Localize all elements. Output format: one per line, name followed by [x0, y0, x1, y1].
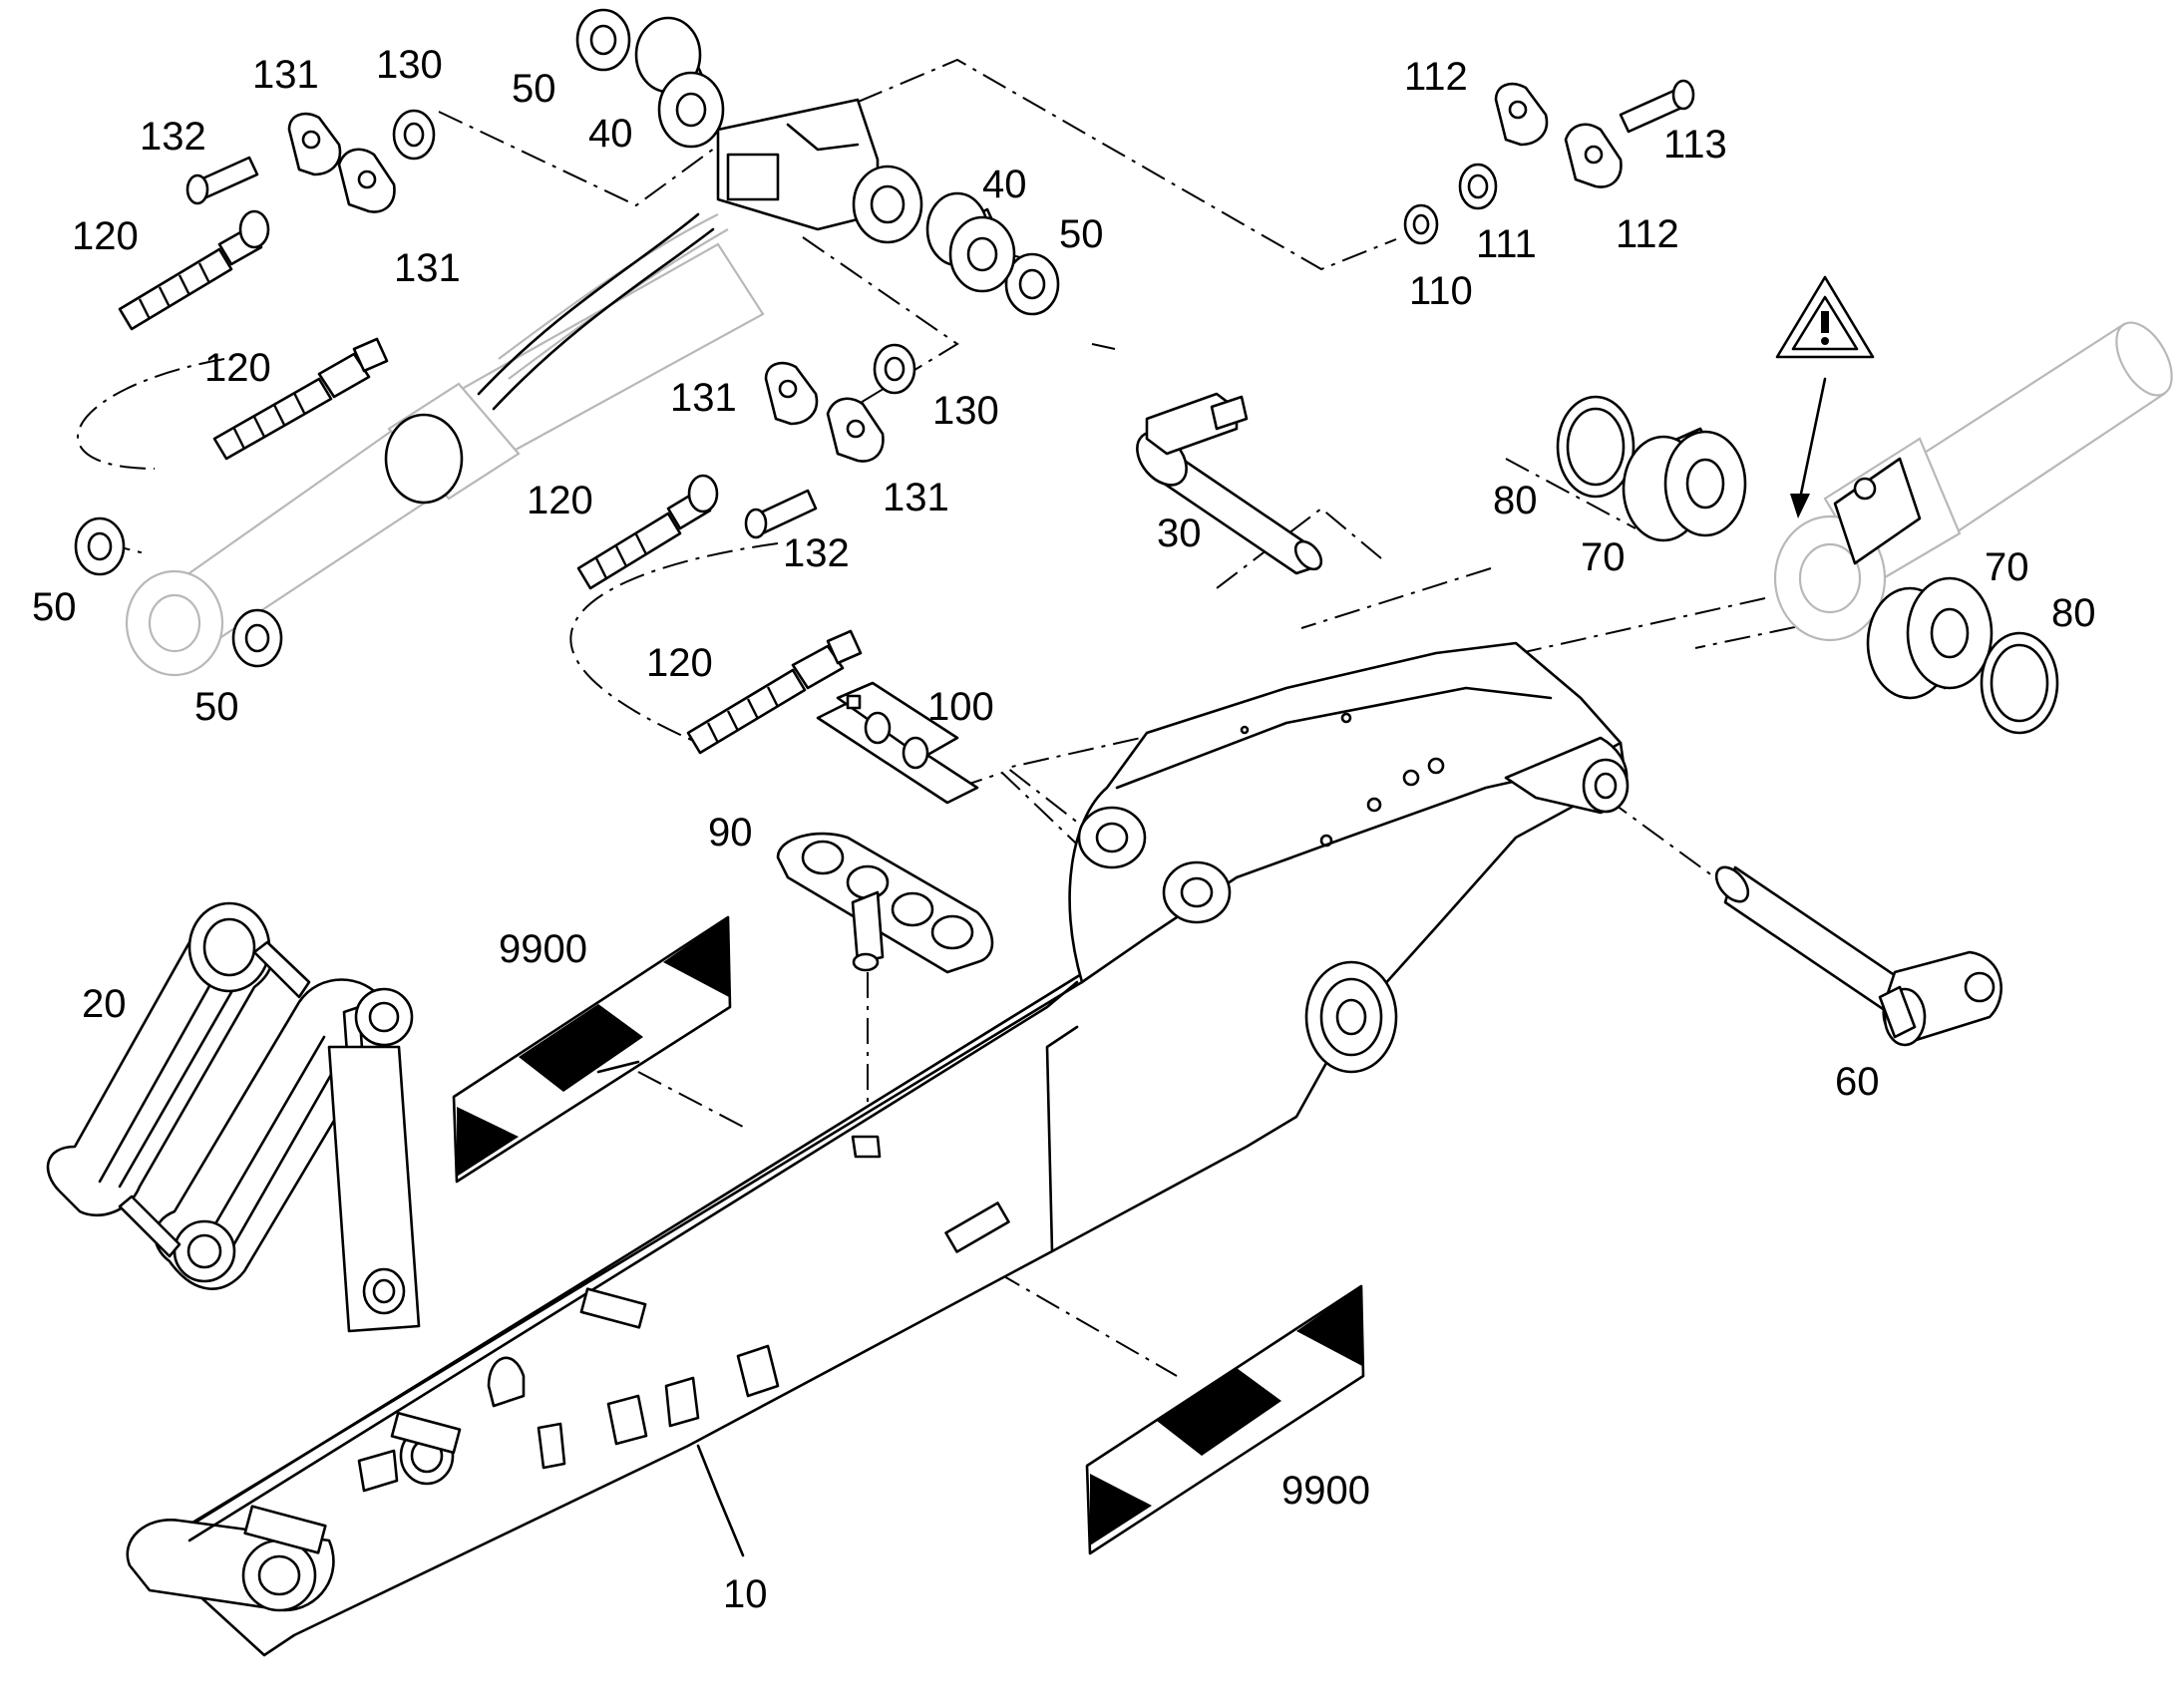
clamp-112-b [1564, 123, 1623, 188]
pin-60 [1714, 865, 2002, 1047]
clamp-131-top-a [287, 113, 342, 176]
callout-70-right: 70 [1985, 545, 2029, 589]
pin-30 [1136, 392, 1323, 575]
washer-50-bottom [231, 608, 283, 668]
callout-80-right: 80 [2051, 591, 2096, 635]
callout-9900-right: 9900 [1281, 1469, 1370, 1513]
hose-fitting-120-d [686, 629, 863, 755]
callout-50-bottom: 50 [194, 685, 239, 729]
callout-113: 113 [1663, 123, 1727, 167]
washer-111 [1458, 163, 1498, 210]
callout-70-left: 70 [1581, 535, 1626, 579]
callout-120-d: 120 [646, 641, 713, 685]
callout-131-top-b: 131 [394, 246, 461, 290]
callout-50-mid: 50 [1059, 212, 1104, 256]
callout-90: 90 [708, 811, 753, 854]
callout-50-top: 50 [512, 67, 556, 111]
washer-110 [1403, 203, 1439, 245]
bolt-113 [1619, 79, 1695, 134]
callout-130-mid: 130 [932, 389, 999, 433]
hose-fitting-120-a [118, 209, 270, 331]
bushing-40-top [634, 16, 725, 149]
callout-131-mid-b: 131 [883, 476, 949, 519]
washer-50-left [74, 516, 126, 576]
callout-110: 110 [1409, 269, 1473, 313]
bushing-70-left [1622, 427, 1747, 542]
callout-60: 60 [1835, 1060, 1880, 1104]
washer-50-mid [1004, 252, 1060, 316]
washer-80-right [1980, 631, 2059, 735]
washer-80-left [1556, 395, 1635, 499]
clamp-112-a [1494, 83, 1549, 147]
callout-labels: 10 20 30 40 40 50 50 50 50 60 70 70 80 8… [32, 43, 2096, 1616]
callout-111: 111 [1476, 222, 1537, 266]
washer-130-mid [873, 343, 916, 395]
callout-50-left: 50 [32, 585, 77, 629]
callout-112-top: 112 [1404, 55, 1468, 99]
callout-20: 20 [82, 982, 127, 1026]
callout-100: 100 [927, 685, 994, 729]
callout-40-mid: 40 [982, 163, 1027, 206]
callout-132-top: 132 [140, 115, 206, 159]
bushing-40-mid [925, 191, 1016, 293]
callout-30: 30 [1157, 512, 1202, 555]
bolt-132-mid [744, 489, 818, 539]
bolt-132-top [185, 156, 259, 205]
callout-130-top: 130 [376, 43, 443, 87]
clamp-131-mid-a [764, 362, 819, 426]
clamp-block-100 [816, 681, 979, 805]
hose-fitting-120-b [212, 337, 389, 461]
decal-9900-left [452, 915, 732, 1184]
clamp-131-mid-b [826, 397, 885, 463]
warning-triangle-icon [1775, 275, 1875, 518]
callout-120-b: 120 [204, 346, 271, 390]
bushing-70-right [1866, 576, 1994, 700]
callout-131-top-a: 131 [252, 53, 319, 97]
clamp-block-90 [776, 832, 994, 974]
decal-9900-right [1085, 1284, 1365, 1555]
callout-131-mid-a: 131 [670, 376, 737, 420]
hydraulic-cylinder-upper [125, 98, 923, 677]
washer-50-top [575, 8, 631, 72]
hose-fitting-120-c [576, 474, 719, 590]
clamp-131-top-b [337, 148, 396, 213]
callout-80-left: 80 [1493, 479, 1538, 522]
hydraulic-cylinder-right [1773, 321, 2173, 642]
leader-line-10 [696, 1444, 745, 1557]
callout-10: 10 [723, 1572, 768, 1616]
boom-arm [126, 641, 1630, 1657]
callout-120-c: 120 [527, 479, 593, 522]
callout-40-top: 40 [588, 112, 633, 156]
link-assembly [46, 901, 421, 1333]
washer-130-top [392, 109, 436, 161]
callout-120-a: 120 [72, 214, 139, 258]
callout-9900-left: 9900 [499, 927, 587, 971]
callout-132-mid: 132 [783, 531, 850, 575]
callout-112-bottom: 112 [1616, 212, 1679, 256]
